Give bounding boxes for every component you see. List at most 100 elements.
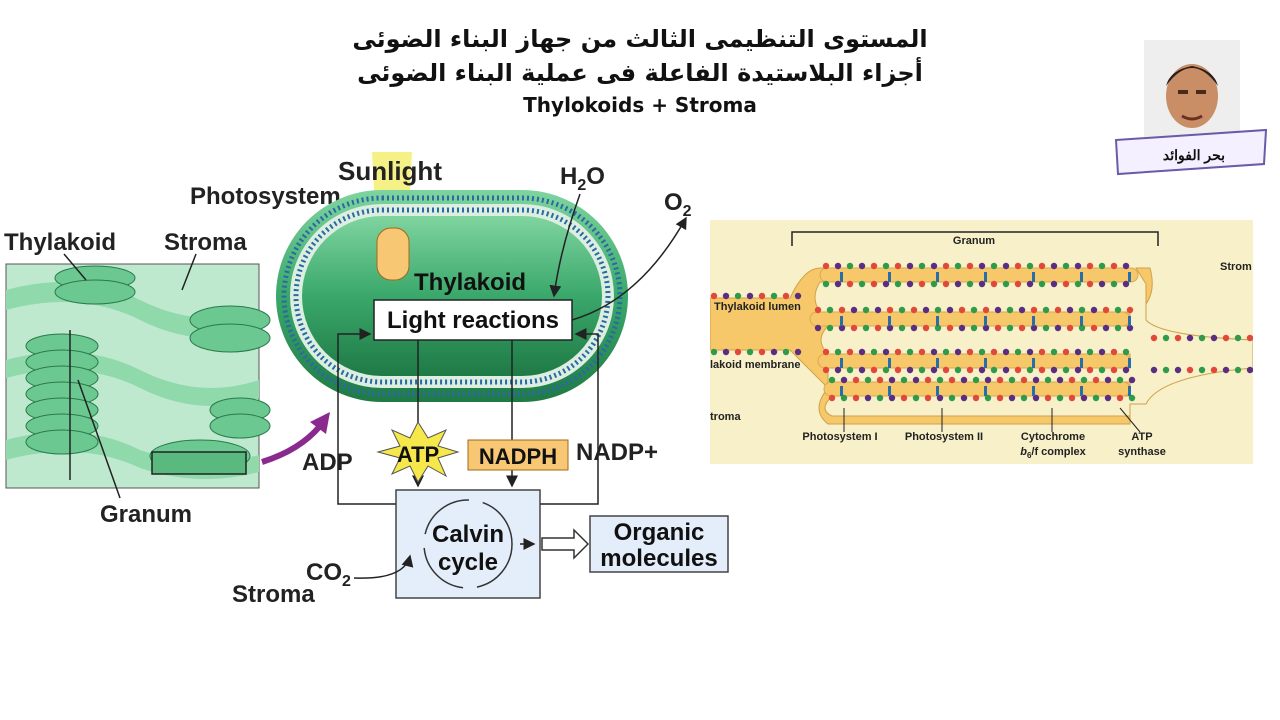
- membrane-protein-dot: [722, 292, 730, 300]
- membrane-protein-dot: [922, 324, 930, 332]
- membrane-protein-dot: [948, 394, 956, 402]
- membrane-protein-dot: [1032, 376, 1040, 384]
- membrane-protein-dot: [1198, 334, 1206, 342]
- atp-synthase-mark: [1128, 358, 1131, 368]
- membrane-protein-dot: [846, 348, 854, 356]
- membrane-protein-dot: [1038, 280, 1046, 288]
- membrane-protein-dot: [894, 348, 902, 356]
- atp-synthase-mark: [936, 358, 939, 368]
- membrane-protein-dot: [994, 306, 1002, 314]
- membrane-protein-dot: [898, 306, 906, 314]
- membrane-protein-dot: [1062, 280, 1070, 288]
- atp-synthase-mark: [984, 316, 987, 326]
- membrane-protein-dot: [1074, 348, 1082, 356]
- membrane-protein-dot: [1056, 376, 1064, 384]
- membrane-protein-dot: [1246, 366, 1253, 374]
- granum-fig-label-stroma: Strom: [1220, 261, 1252, 273]
- membrane-protein-dot: [930, 280, 938, 288]
- membrane-protein-dot: [978, 348, 986, 356]
- membrane-protein-dot: [1014, 280, 1022, 288]
- membrane-protein-dot: [1222, 366, 1230, 374]
- membrane-protein-dot: [858, 348, 866, 356]
- membrane-protein-dot: [852, 376, 860, 384]
- membrane-protein-dot: [1062, 366, 1070, 374]
- membrane-protein-dot: [1002, 348, 1010, 356]
- membrane-protein-dot: [918, 348, 926, 356]
- membrane-protein-dot: [710, 348, 718, 356]
- membrane-protein-dot: [1074, 366, 1082, 374]
- membrane-protein-dot: [846, 262, 854, 270]
- membrane-protein-dot: [994, 324, 1002, 332]
- photosystem-complex: [376, 227, 410, 281]
- atp-synthase-mark: [888, 272, 891, 282]
- membrane-protein-dot: [970, 324, 978, 332]
- title-arabic-1: المستوى التنظيمى الثالث من جهاز البناء ا…: [352, 25, 928, 53]
- granum-fig-label-cytochrome-2: b6/f complex: [1020, 446, 1086, 460]
- membrane-protein-dot: [1086, 348, 1094, 356]
- membrane-protein-dot: [1074, 280, 1082, 288]
- membrane-protein-dot: [1078, 324, 1086, 332]
- membrane-protein-dot: [954, 280, 962, 288]
- atp-synthase-mark: [888, 316, 891, 326]
- author-portrait-logo: بحر الفوائد: [1114, 40, 1268, 176]
- membrane-protein-dot: [876, 376, 884, 384]
- atp-synthase-mark: [1080, 358, 1083, 368]
- membrane-protein-dot: [946, 306, 954, 314]
- membrane-protein-dot: [960, 376, 968, 384]
- membrane-protein-dot: [834, 262, 842, 270]
- membrane-protein-dot: [1032, 394, 1040, 402]
- membrane-protein-dot: [942, 348, 950, 356]
- membrane-protein-dot: [1054, 324, 1062, 332]
- membrane-protein-dot: [966, 280, 974, 288]
- membrane-protein-dot: [882, 280, 890, 288]
- atp-synthase-mark: [984, 272, 987, 282]
- nadph-box: [467, 439, 569, 471]
- membrane-protein-dot: [888, 394, 896, 402]
- membrane-protein-dot: [1110, 262, 1118, 270]
- membrane-protein-dot: [972, 376, 980, 384]
- granum-fig-label-ps2: Photosystem II: [905, 431, 983, 443]
- membrane-protein-dot: [758, 348, 766, 356]
- membrane-protein-dot: [1090, 324, 1098, 332]
- membrane-protein-dot: [1002, 366, 1010, 374]
- membrane-protein-dot: [734, 348, 742, 356]
- membrane-protein-dot: [874, 306, 882, 314]
- membrane-protein-dot: [996, 376, 1004, 384]
- logo-caption: بحر الفوائد: [1163, 147, 1225, 164]
- membrane-protein-dot: [882, 262, 890, 270]
- membrane-protein-dot: [1128, 394, 1136, 402]
- membrane-protein-dot: [900, 394, 908, 402]
- membrane-protein-dot: [1114, 306, 1122, 314]
- title-block: المستوى التنظيمى الثالث من جهاز البناء ا…: [240, 22, 1040, 120]
- membrane-protein-dot: [900, 376, 908, 384]
- membrane-protein-dot: [1018, 306, 1026, 314]
- membrane-protein-dot: [930, 366, 938, 374]
- membrane-protein-dot: [840, 394, 848, 402]
- membrane-protein-dot: [1104, 376, 1112, 384]
- membrane-protein-dot: [822, 348, 830, 356]
- membrane-protein-dot: [794, 348, 802, 356]
- membrane-protein-dot: [966, 262, 974, 270]
- chloroplast-diagram: Thylakoid Stroma Granum Sunlight Photosy…: [4, 152, 729, 608]
- membrane-protein-dot: [1050, 262, 1058, 270]
- membrane-protein-dot: [930, 348, 938, 356]
- membrane-protein-dot: [1056, 394, 1064, 402]
- membrane-protein-dot: [1014, 262, 1022, 270]
- membrane-protein-dot: [1020, 376, 1028, 384]
- membrane-protein-dot: [894, 366, 902, 374]
- membrane-protein-dot: [1044, 376, 1052, 384]
- membrane-protein-dot: [852, 394, 860, 402]
- membrane-protein-dot: [990, 280, 998, 288]
- label-calvin: Calvin: [432, 521, 504, 548]
- granum-fig-label-synthase: synthase: [1118, 446, 1166, 458]
- membrane-protein-dot: [1210, 366, 1218, 374]
- membrane-protein-dot: [970, 306, 978, 314]
- label-photosystem: Photosystem: [190, 183, 341, 210]
- atp-star: [376, 420, 460, 484]
- membrane-protein-dot: [1038, 366, 1046, 374]
- membrane-protein-dot: [898, 324, 906, 332]
- membrane-protein-dot: [1026, 348, 1034, 356]
- membrane-protein-dot: [1042, 324, 1050, 332]
- organic-molecules-box: [589, 515, 729, 573]
- atp-synthase-mark: [1128, 316, 1131, 326]
